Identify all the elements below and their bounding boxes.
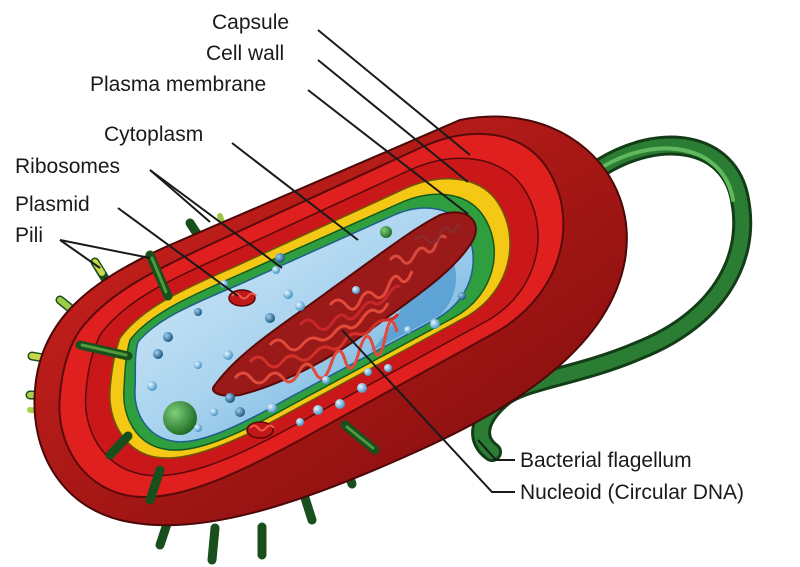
label-cytoplasm: Cytoplasm	[104, 123, 203, 146]
label-bacterial-flagellum: Bacterial flagellum	[520, 449, 692, 472]
label-cell-wall: Cell wall	[206, 42, 284, 65]
label-capsule: Capsule	[212, 11, 289, 34]
label-plasma-membrane: Plasma membrane	[90, 73, 266, 96]
leader-lines	[59, 29, 515, 493]
label-ribosomes: Ribosomes	[15, 155, 120, 178]
label-pili: Pili	[15, 224, 43, 247]
label-nucleoid: Nucleoid (Circular DNA)	[520, 481, 744, 504]
ribosomes	[147, 226, 466, 435]
labels: Capsule Cell wall Plasma membrane Cytopl…	[15, 11, 744, 504]
label-plasmid: Plasmid	[15, 193, 90, 216]
pili-front	[75, 250, 380, 505]
